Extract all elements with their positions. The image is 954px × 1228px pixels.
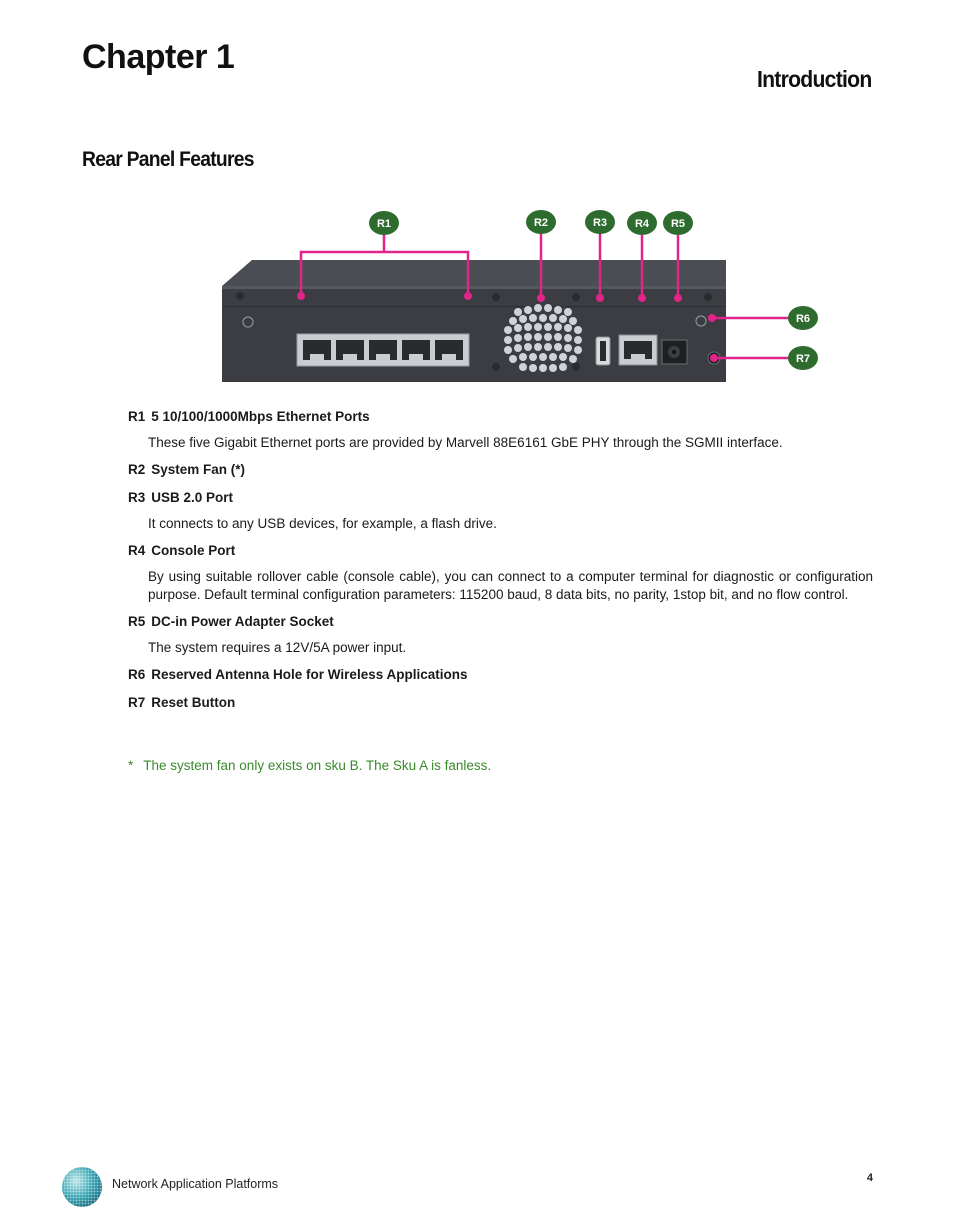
svg-text:R3: R3 [593, 217, 607, 229]
feature-heading-r2: R2 System Fan (*) [128, 461, 873, 479]
feature-title: 5 10/100/1000Mbps Ethernet Ports [151, 409, 370, 424]
callout-r5: R5 [663, 211, 693, 235]
footnote-text: The system fan only exists on sku B. The… [143, 758, 492, 773]
subsection-title: Rear Panel Features [82, 148, 255, 171]
feature-desc-r1: These five Gigabit Ethernet ports are pr… [148, 435, 783, 450]
feature-code: R5 [128, 614, 146, 629]
ethernet-ports [303, 340, 463, 360]
callout-r2: R2 [526, 210, 556, 234]
svg-text:R5: R5 [671, 218, 685, 230]
svg-text:R1: R1 [377, 218, 391, 230]
feature-title: Reset Button [151, 695, 236, 710]
feature-title: System Fan (*) [151, 462, 246, 477]
feature-title: USB 2.0 Port [151, 490, 234, 505]
fan-grille [504, 304, 582, 372]
feature-code: R4 [128, 543, 146, 558]
feature-title: Console Port [151, 543, 236, 558]
feature-heading-r1: R1 5 10/100/1000Mbps Ethernet Ports [128, 408, 873, 426]
feature-desc-r4: By using suitable rollover cable (consol… [148, 569, 873, 602]
feature-code: R1 [128, 409, 146, 424]
footer-company: Network Application Platforms [112, 1177, 279, 1191]
feature-list: R1 5 10/100/1000Mbps Ethernet Ports These… [128, 408, 873, 722]
callout-r1: R1 [369, 211, 399, 235]
page-number: 4 [866, 1172, 873, 1184]
feature-title: Reserved Antenna Hole for Wireless Appli… [151, 667, 468, 682]
leader-lines [299, 233, 789, 360]
callout-r6: R6 [788, 306, 818, 330]
feature-heading-r6: R6 Reserved Antenna Hole for Wireless App… [128, 666, 873, 684]
feature-code: R6 [128, 667, 146, 682]
feature-code: R2 [128, 462, 146, 477]
callout-r7: R7 [788, 346, 818, 370]
feature-heading-r3: R3 USB 2.0 Port [128, 489, 873, 507]
feature-code: R3 [128, 490, 146, 505]
feature-heading-r7: R7 Reset Button [128, 694, 873, 712]
feature-code: R7 [128, 695, 146, 710]
feature-heading-r5: R5 DC-in Power Adapter Socket [128, 613, 873, 631]
chapter-title: Chapter 1 [82, 38, 235, 76]
rear-panel-diagram: R1 R2 R3 R4 R5 R6 R7 [222, 210, 818, 382]
antenna-hole-left [242, 316, 254, 328]
footnote-marker: * [128, 758, 134, 773]
section-title: Introduction [757, 66, 872, 92]
antenna-hole-right [695, 315, 707, 327]
svg-text:R4: R4 [635, 218, 650, 230]
feature-desc-r5: The system requires a 12V/5A power input… [148, 640, 407, 655]
rear-panel-figure: R1 R2 R3 R4 R5 R6 R7 [200, 200, 840, 390]
svg-text:R6: R6 [796, 313, 810, 325]
callout-r4: R4 [627, 211, 657, 235]
feature-heading-r4: R4 Console Port [128, 542, 873, 560]
company-logo-icon [60, 1163, 106, 1214]
footnote: * The system fan only exists on sku B. Th… [128, 758, 491, 773]
callout-r3: R3 [585, 210, 615, 234]
feature-desc-r3: It connects to any USB devices, for exam… [148, 516, 497, 531]
feature-title: DC-in Power Adapter Socket [151, 614, 334, 629]
device-top [222, 260, 726, 286]
svg-text:R2: R2 [534, 217, 548, 229]
svg-text:R7: R7 [796, 353, 810, 365]
